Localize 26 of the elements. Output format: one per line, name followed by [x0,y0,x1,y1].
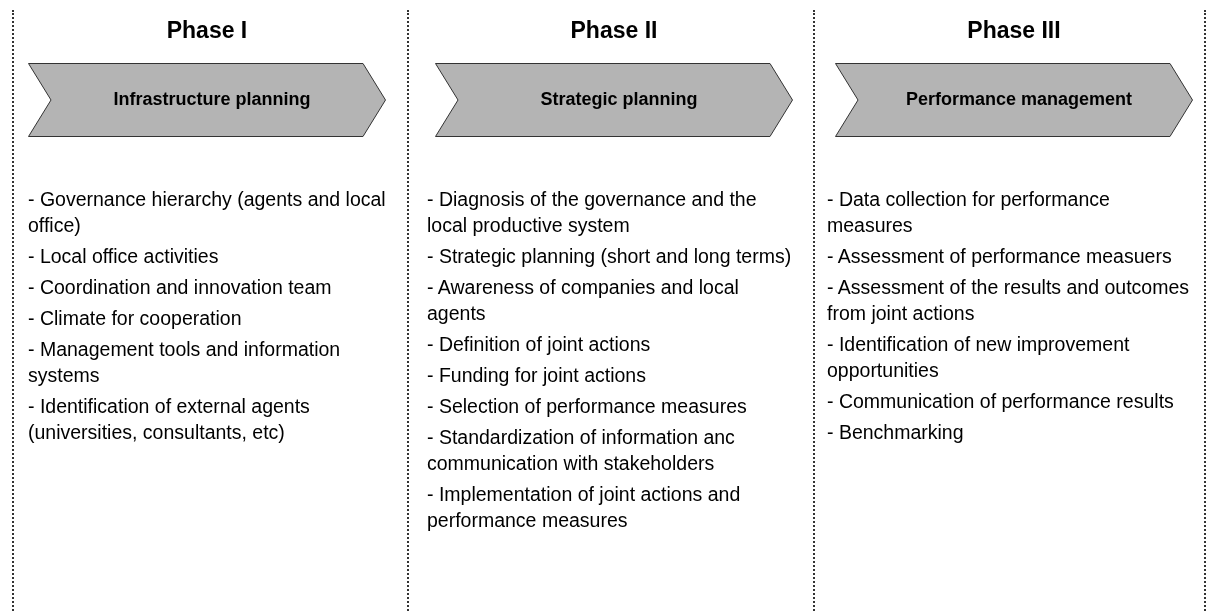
phase-heading: Phase II [569,17,659,44]
phase-title: Strategic planning [539,89,699,110]
activity-item: - Awareness of companies and local agents [427,275,740,326]
activity-item: - Communication of performance results [827,389,1175,414]
activity-item: - Benchmarking [827,420,965,445]
activity-item: - Coordination and innovation team [28,275,333,300]
phase-title: Infrastructure planning [112,89,312,110]
activity-item: - Funding for joint actions [427,363,647,388]
activity-item: - Management tools and information systems [28,337,342,388]
activity-item: - Selection of performance measures [427,394,748,419]
activity-item: - Strategic planning (short and long terms) [427,244,793,269]
phase-heading: Phase III [966,17,1062,44]
activity-item: - Identification of external agents (universities, consultants, etc) [28,394,311,445]
activity-item: - Assessment of the results and outcomes from joint actions [827,275,1190,326]
activity-item: - Implementation of joint actions and performance measures [427,482,742,533]
activity-item: - Local office activities [28,244,220,269]
activity-item: - Climate for cooperation [28,306,243,331]
phase-title: Performance management [904,89,1134,110]
activity-item: - Standardization of information anc communication with stakeholders [427,425,736,476]
activity-item: - Assessment of performance measuers [827,244,1173,269]
phase-heading: Phase I [165,17,249,44]
activity-item: - Governance hierarchy (agents and local office) [28,187,387,238]
activity-item: - Definition of joint actions [427,332,652,357]
activity-item: - Identification of new improvement opportunities [827,332,1131,383]
activity-item: - Data collection for performance measures [827,187,1111,238]
activity-item: - Diagnosis of the governance and the local productive system [427,187,758,238]
